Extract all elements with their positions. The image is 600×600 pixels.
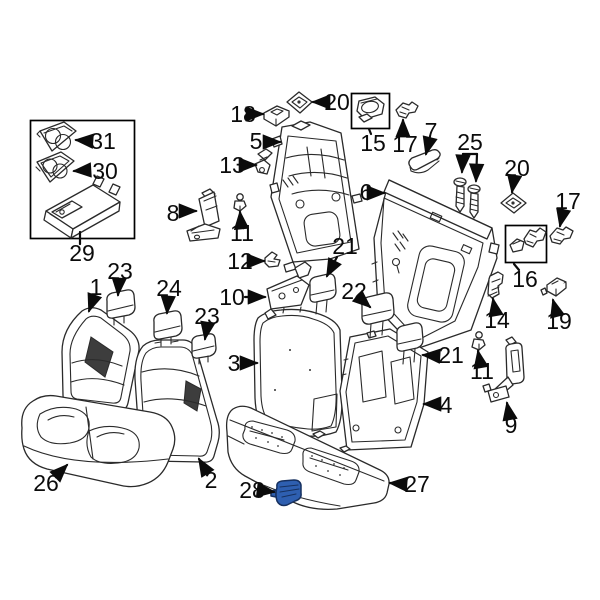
callout-arrow-22 bbox=[351, 289, 372, 309]
callout-label-20: 20 bbox=[504, 155, 530, 181]
callout-label-17: 17 bbox=[555, 188, 581, 214]
part-21-headrest-b bbox=[396, 322, 424, 365]
callout-label-17: 17 bbox=[392, 131, 418, 157]
callout-label-20: 20 bbox=[324, 89, 350, 115]
callout-label-11: 11 bbox=[230, 220, 254, 246]
callout-label-9: 9 bbox=[505, 412, 518, 438]
callout-label-7: 7 bbox=[425, 118, 438, 144]
part-6-seatback-frame bbox=[371, 179, 500, 353]
callout-arrow-11 bbox=[233, 210, 250, 230]
callout-arrow-7 bbox=[422, 135, 438, 156]
callout-arrow-19 bbox=[550, 298, 565, 319]
callout-label-19: 19 bbox=[546, 308, 572, 334]
callout-label-3: 3 bbox=[228, 350, 241, 376]
callout-label-4: 4 bbox=[440, 392, 453, 418]
callout-label-5: 5 bbox=[250, 128, 263, 154]
callout-arrow-31 bbox=[74, 133, 94, 149]
part-9-latch-bracket bbox=[482, 336, 525, 403]
callout-arrow-21 bbox=[325, 255, 342, 278]
part-20-grommet bbox=[286, 91, 313, 114]
callout-label-18: 18 bbox=[230, 101, 256, 127]
part-13-bracket bbox=[254, 148, 273, 175]
armrest-kit-box bbox=[29, 119, 136, 240]
callout-arrow-28 bbox=[255, 482, 276, 498]
callout-label-10: 10 bbox=[219, 284, 245, 310]
callout-label-16: 16 bbox=[512, 266, 538, 292]
callout-arrow-23 bbox=[200, 320, 216, 341]
callout-label-11: 11 bbox=[470, 358, 494, 384]
part-3-center-seat-back bbox=[253, 306, 343, 437]
callout-arrow-2 bbox=[197, 457, 215, 478]
part-10-bracket bbox=[264, 261, 312, 320]
callout-arrow-21 bbox=[421, 348, 441, 364]
part-5-seatback-frame bbox=[269, 120, 363, 273]
callout-arrow-30 bbox=[72, 162, 92, 178]
callout-arrow-17 bbox=[556, 207, 572, 228]
callout-arrow-1 bbox=[87, 292, 103, 313]
callout-label-23: 23 bbox=[194, 303, 220, 329]
callout-label-23: 23 bbox=[107, 258, 133, 284]
callout-label-2: 2 bbox=[205, 467, 218, 493]
part-31-cupholder-tray bbox=[36, 121, 77, 152]
callout-arrow-26 bbox=[49, 463, 69, 483]
callout-label-12: 12 bbox=[227, 248, 253, 274]
part-17-clip-left bbox=[395, 101, 419, 119]
callout-label-29: 29 bbox=[69, 240, 95, 266]
part-23-headrest-left bbox=[106, 289, 136, 326]
callout-arrow-23 bbox=[111, 277, 127, 297]
callout-arrow-25 bbox=[455, 152, 471, 174]
callout-arrow-11 bbox=[473, 349, 489, 370]
callout-label-21: 21 bbox=[332, 233, 358, 259]
callout-label-21: 21 bbox=[438, 342, 464, 368]
callout-arrow-27 bbox=[388, 476, 408, 493]
part-12-clip bbox=[264, 251, 281, 268]
part-16-clip-kit-box bbox=[504, 224, 548, 264]
callout-arrow-15 bbox=[367, 127, 373, 136]
callout-label-30: 30 bbox=[92, 158, 118, 184]
part-14-clip bbox=[487, 271, 504, 299]
callout-label-22: 22 bbox=[341, 278, 367, 304]
parts-artwork bbox=[21, 91, 574, 510]
part-29-armrest bbox=[43, 175, 121, 239]
callout-arrow-14 bbox=[488, 297, 504, 318]
callout-label-25: 25 bbox=[457, 129, 483, 155]
part-15-latch-kit-box bbox=[350, 92, 391, 130]
part-25-bolts bbox=[453, 177, 481, 219]
part-17-clip-right bbox=[549, 226, 574, 245]
part-21-headrest-a bbox=[309, 273, 337, 315]
callout-label-1: 1 bbox=[90, 274, 103, 300]
callout-label-8: 8 bbox=[167, 200, 180, 226]
callout-label-14: 14 bbox=[484, 307, 510, 333]
callout-arrow-20 bbox=[507, 173, 523, 194]
part-24-headrest bbox=[153, 310, 183, 347]
part-11-clip-right bbox=[471, 331, 486, 351]
callout-arrow-24 bbox=[160, 295, 176, 315]
callout-arrow-25 bbox=[468, 152, 485, 183]
part-8-bracket bbox=[186, 188, 221, 242]
part-18-clip bbox=[263, 105, 290, 127]
part-20-grommet-right bbox=[500, 192, 527, 214]
part-1-seat-back-left bbox=[61, 307, 140, 412]
callout-arrow-9 bbox=[502, 401, 518, 422]
callout-label-13: 13 bbox=[219, 152, 245, 178]
callout-label-15: 15 bbox=[360, 130, 386, 156]
callout-label-26: 26 bbox=[33, 470, 59, 496]
callout-label-28: 28 bbox=[239, 477, 265, 503]
callout-arrow-16 bbox=[512, 262, 521, 272]
callout-label-27: 27 bbox=[404, 471, 430, 497]
part-19-clip bbox=[540, 277, 567, 297]
part-30-cupholder-tray bbox=[35, 151, 75, 183]
callout-label-6: 6 bbox=[360, 179, 373, 205]
callout-label-31: 31 bbox=[90, 128, 116, 154]
part-11-clip-left bbox=[233, 193, 247, 212]
callout-label-24: 24 bbox=[156, 275, 182, 301]
